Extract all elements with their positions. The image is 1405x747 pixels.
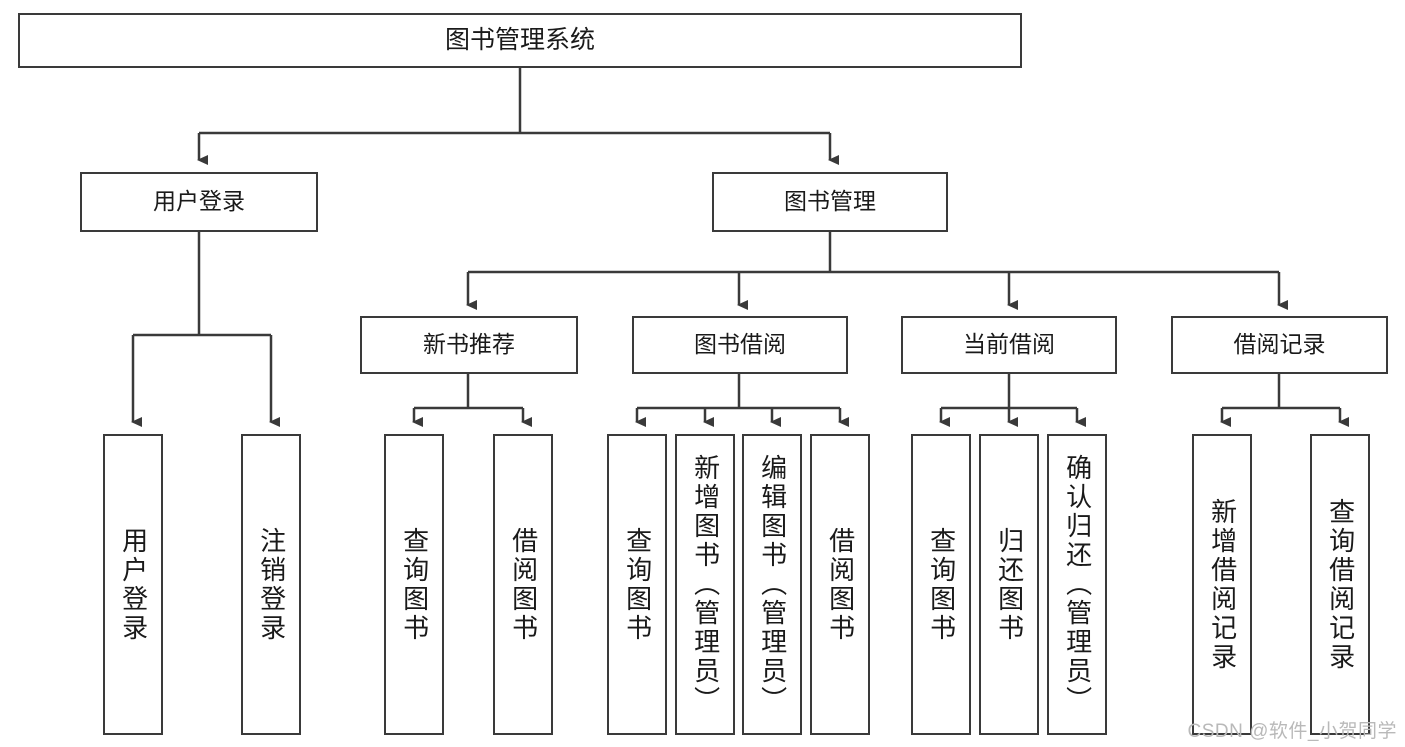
node-new-book-recommend[interactable]: 新书推荐 [360,316,578,374]
node-label: 借阅图书 [508,526,539,643]
node-label: 用户登录 [118,526,149,643]
node-label: 用户登录 [153,188,245,215]
node-label: 确认归还（管理员） [1062,454,1093,715]
leaf-user-login-login[interactable]: 用户登录 [103,434,163,735]
node-label: 新书推荐 [423,331,515,358]
node-borrow-record[interactable]: 借阅记录 [1171,316,1388,374]
leaf-new-book-borrow[interactable]: 借阅图书 [493,434,553,735]
node-label: 新增借阅记录 [1207,497,1238,672]
leaf-user-login-logout[interactable]: 注销登录 [241,434,301,735]
node-label: 图书借阅 [694,331,786,358]
node-label: 查询图书 [622,526,653,643]
leaf-borrow-record-query[interactable]: 查询借阅记录 [1310,434,1370,735]
leaf-borrow-record-add[interactable]: 新增借阅记录 [1192,434,1252,735]
leaf-book-borrow-borrow[interactable]: 借阅图书 [810,434,870,735]
node-label: 归还图书 [994,526,1025,643]
node-label: 借阅记录 [1233,331,1326,358]
node-label: 新增图书（管理员） [690,454,721,715]
node-book-management-system[interactable]: 图书管理系统 [18,13,1022,68]
node-label: 当前借阅 [963,331,1055,358]
node-label: 注销登录 [256,526,287,643]
node-user-login[interactable]: 用户登录 [80,172,318,232]
leaf-book-borrow-query[interactable]: 查询图书 [607,434,667,735]
node-book-management[interactable]: 图书管理 [712,172,948,232]
node-label: 借阅图书 [825,526,856,643]
node-label: 编辑图书（管理员） [757,454,788,715]
leaf-new-book-query[interactable]: 查询图书 [384,434,444,735]
leaf-book-borrow-edit[interactable]: 编辑图书（管理员） [742,434,802,735]
node-label: 查询图书 [399,526,430,643]
node-current-borrow[interactable]: 当前借阅 [901,316,1117,374]
leaf-current-borrow-return[interactable]: 归还图书 [979,434,1039,735]
node-label: 图书管理 [784,188,876,215]
watermark-text: CSDN @软件_小贺同学 [1187,721,1397,742]
node-label: 查询借阅记录 [1325,497,1356,672]
node-label: 图书管理系统 [444,25,595,54]
leaf-current-borrow-query[interactable]: 查询图书 [911,434,971,735]
leaf-current-borrow-confirm-return[interactable]: 确认归还（管理员） [1047,434,1107,735]
node-label: 查询图书 [926,526,957,643]
node-book-borrow[interactable]: 图书借阅 [632,316,848,374]
leaf-book-borrow-add[interactable]: 新增图书（管理员） [675,434,735,735]
